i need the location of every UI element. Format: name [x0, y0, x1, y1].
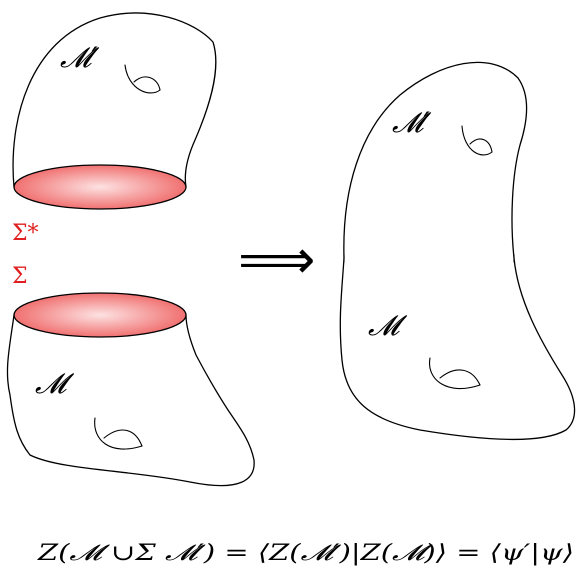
handle-icon: [430, 358, 480, 389]
upper-manifold: 𝓜′: [13, 13, 216, 209]
upper-manifold-outline: [13, 13, 216, 187]
boundary-dual-label: Σ*: [12, 221, 39, 246]
lower-boundary-disk: [14, 293, 186, 337]
upper-manifold-label: 𝓜′: [60, 41, 100, 74]
handle-icon: [95, 418, 142, 449]
glued-manifold: 𝓜′ 𝓜: [340, 62, 574, 439]
handle-icon: [462, 126, 492, 155]
upper-boundary-disk: [14, 165, 186, 209]
implies-arrow: ⟹: [238, 228, 315, 291]
lower-manifold: 𝓜: [7, 293, 254, 486]
lower-manifold-label: 𝓜: [35, 367, 75, 400]
glued-bottom-label: 𝓜: [368, 309, 408, 342]
handle-icon: [125, 65, 160, 93]
gluing-equation: Z(𝓜 ∪Σ 𝓜′) = ⟨Z(𝓜′)|Z(𝓜)⟩ = ⟨ψ′|ψ⟩: [37, 541, 574, 566]
glued-manifold-outline: [340, 62, 574, 439]
glued-top-label: 𝓜′: [392, 106, 432, 139]
boundary-label: Σ: [12, 264, 28, 289]
lower-manifold-outline: [7, 315, 254, 486]
